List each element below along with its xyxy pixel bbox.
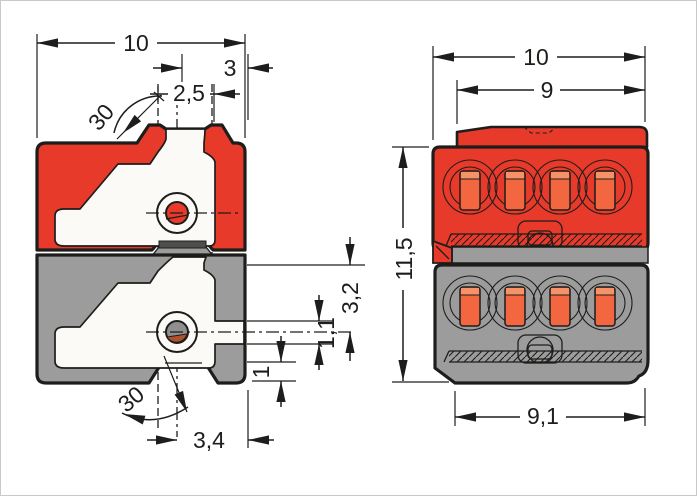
front-view: 10 9 11,5 9,1 — [391, 44, 650, 429]
dim-front-width-10: 10 — [432, 44, 646, 140]
gray-junction-band — [451, 246, 649, 264]
red-hatch-band — [445, 233, 642, 247]
red-top-band — [455, 125, 649, 149]
gray-clip-detail — [517, 334, 563, 364]
gray-hatch-band — [443, 350, 642, 363]
side-view: 10 3 2,5 30 — [35, 30, 365, 453]
dim-label-front-9: 9 — [541, 77, 554, 103]
dim-label-front-10: 10 — [523, 44, 549, 70]
dim-side-1: 1 — [247, 336, 296, 407]
dim-label-1-1: 1,1 — [313, 317, 339, 349]
dim-label-side-2-5: 2,5 — [173, 80, 205, 106]
top-notch-hidden-line — [523, 126, 557, 134]
dim-side-3: 3 — [153, 54, 273, 120]
dim-label-front-11-5: 11,5 — [391, 237, 417, 280]
dim-label-3-2: 3,2 — [337, 282, 363, 314]
dim-label-1: 1 — [248, 366, 274, 379]
dim-side-3-2: 3,2 — [247, 237, 365, 361]
dim-side-1-1: 1,1 — [247, 295, 339, 370]
gray-bottom-slant-line — [437, 370, 453, 382]
dim-label-front-9-1: 9,1 — [527, 403, 559, 429]
dim-front-9-1: 9,1 — [454, 388, 646, 429]
gray-housing-cavity — [54, 256, 245, 369]
wedge-line — [435, 245, 450, 260]
dim-side-3-4: 3,4 — [147, 390, 274, 453]
dim-label-3-4: 3,4 — [193, 427, 225, 453]
interlock-bar — [158, 240, 207, 249]
dim-label-angle-top: 30 — [83, 99, 119, 135]
dim-front-9: 9 — [456, 77, 645, 124]
dim-front-11-5: 11,5 — [391, 146, 449, 383]
dim-side-2-5: 2,5 — [150, 80, 240, 122]
pin-contact-sliver — [166, 333, 188, 343]
dim-label-angle-bottom: 30 — [113, 381, 149, 417]
dim-label-side-10: 10 — [123, 30, 149, 56]
dim-label-side-3: 3 — [224, 55, 237, 81]
dim-side-width-10: 10 — [36, 30, 246, 138]
